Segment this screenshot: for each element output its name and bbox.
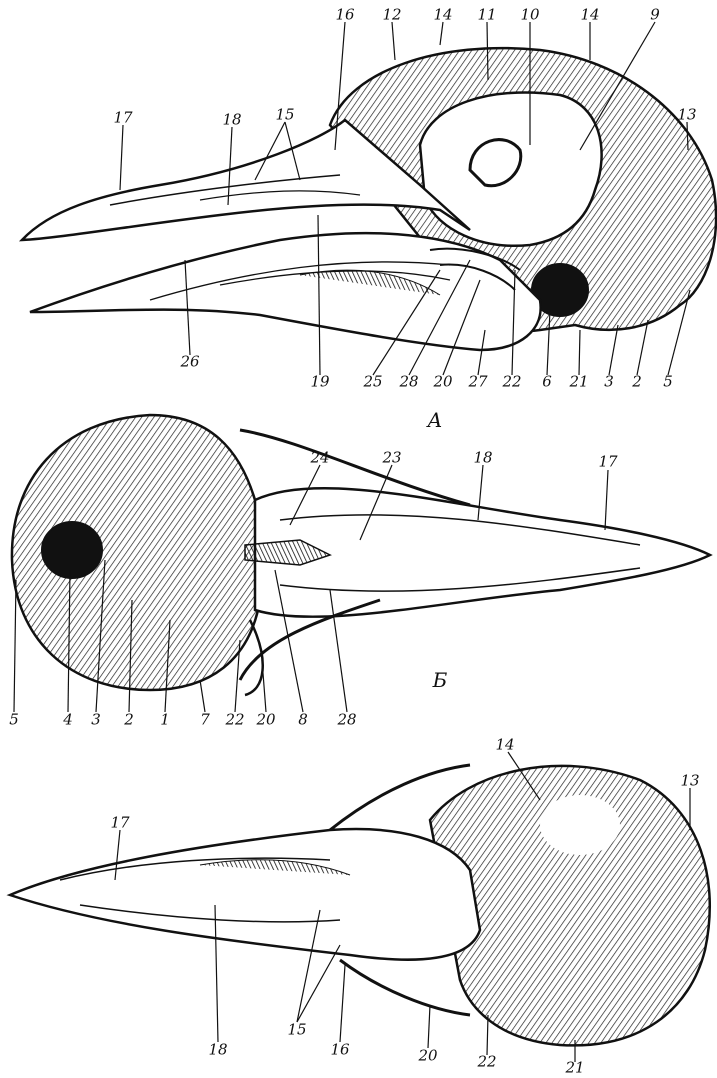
label-23-b: 23	[382, 451, 401, 466]
label-19-a: 19	[310, 375, 329, 390]
label-20-a: 20	[433, 375, 452, 390]
skull-dorsal-view	[10, 765, 710, 1045]
label-9-a: 9	[650, 8, 660, 23]
label-6-a: 6	[542, 375, 552, 390]
dorsal-highlight	[540, 795, 620, 855]
label-18-b: 18	[473, 451, 492, 466]
skull-lateral-view	[22, 48, 716, 350]
label-14-a-left: 14	[433, 8, 452, 23]
label-17-c: 17	[110, 816, 129, 831]
label-15-a: 15	[275, 108, 294, 123]
label-13-a: 13	[677, 108, 696, 123]
label-18-c: 18	[208, 1043, 227, 1058]
beak-dorsal	[10, 829, 480, 960]
jugal-dorsal-lower	[340, 960, 470, 1015]
label-21-c: 21	[565, 1061, 584, 1076]
label-14-a-right: 14	[580, 8, 599, 23]
label-18-a: 18	[222, 113, 241, 128]
label-15-c: 15	[287, 1023, 306, 1038]
label-24-b: 24	[310, 451, 329, 466]
panel-label-b: Б	[433, 668, 448, 692]
label-2-a: 2	[632, 375, 642, 390]
label-5-b: 5	[9, 713, 19, 728]
label-8-b: 8	[298, 713, 308, 728]
label-11-a: 11	[477, 8, 496, 23]
label-17-a: 17	[113, 111, 132, 126]
label-28-b: 28	[337, 713, 356, 728]
label-12-a: 12	[382, 8, 401, 23]
panel-label-a: А	[427, 408, 442, 432]
label-22-a: 22	[502, 375, 521, 390]
label-17-b: 17	[598, 455, 617, 470]
orbit	[420, 92, 602, 245]
label-16-c: 16	[330, 1043, 349, 1058]
label-4-b: 4	[63, 713, 73, 728]
label-10-a: 10	[520, 8, 539, 23]
label-20-b: 20	[256, 713, 275, 728]
label-3-b: 3	[91, 713, 101, 728]
label-28-a: 28	[399, 375, 418, 390]
label-20-c: 20	[418, 1049, 437, 1064]
label-16-a: 16	[335, 8, 354, 23]
label-27-a: 27	[468, 375, 487, 390]
label-26-a: 26	[180, 355, 199, 370]
label-14-c: 14	[495, 738, 514, 753]
label-22-c: 22	[477, 1055, 496, 1070]
label-1-b: 1	[160, 713, 170, 728]
label-2-b: 2	[124, 713, 134, 728]
label-5-a: 5	[663, 375, 673, 390]
label-21-a: 21	[569, 375, 588, 390]
label-25-a: 25	[363, 375, 382, 390]
label-13-c: 13	[680, 774, 699, 789]
label-7-b: 7	[200, 713, 210, 728]
label-3-a: 3	[604, 375, 614, 390]
label-22-b: 22	[225, 713, 244, 728]
foramen-magnum	[42, 522, 102, 578]
